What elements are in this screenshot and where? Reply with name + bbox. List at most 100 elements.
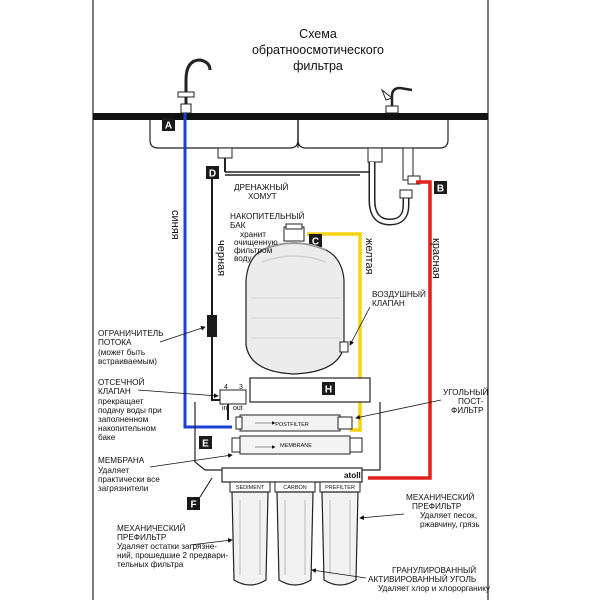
- svg-text:F: F: [190, 500, 196, 511]
- svg-text:ФИЛЬТР: ФИЛЬТР: [451, 406, 484, 415]
- svg-text:ВОЗДУШНЫЙ: ВОЗДУШНЫЙ: [372, 288, 426, 299]
- svg-text:БАК: БАК: [230, 221, 246, 230]
- svg-text:Удаляет песок,: Удаляет песок,: [420, 511, 477, 520]
- svg-text:ХОМУТ: ХОМУТ: [248, 192, 277, 201]
- svg-text:C: C: [312, 237, 319, 248]
- svg-text:МЕМБРАНА: МЕМБРАНА: [98, 456, 145, 465]
- svg-text:воду: воду: [234, 254, 252, 263]
- drain-clamp-label: ДРЕНАЖНЫЙ ХОМУТ: [234, 181, 289, 201]
- svg-text:хранит: хранит: [240, 230, 266, 239]
- shutoff-valve-label: ОТСЕЧНОЙ КЛАПАН прекращает подачу воды п…: [98, 376, 219, 442]
- tag-f: F: [187, 477, 213, 511]
- svg-text:A: A: [165, 121, 172, 132]
- tag-h: H: [322, 382, 335, 396]
- svg-text:ПОСТ-: ПОСТ-: [458, 397, 484, 406]
- svg-text:(может быть: (может быть: [98, 348, 145, 357]
- svg-text:накопительном: накопительном: [98, 424, 156, 433]
- svg-text:ДРЕНАЖНЫЙ: ДРЕНАЖНЫЙ: [234, 181, 289, 192]
- title-line-2: обратноосмотического: [252, 43, 384, 57]
- faucet-main-icon: [380, 86, 413, 114]
- svg-text:B: B: [437, 184, 444, 195]
- svg-text:Удаляет: Удаляет: [98, 466, 129, 475]
- flow-restrictor-label: ОГРАНИЧИТЕЛЬ ПОТОКА (может быть встраива…: [98, 325, 206, 366]
- tag-a: A: [162, 118, 175, 132]
- svg-text:встраиваемым): встраиваемым): [98, 357, 157, 366]
- svg-text:CARBON: CARBON: [283, 485, 307, 491]
- svg-text:ОТСЕЧНОЙ: ОТСЕЧНОЙ: [98, 376, 144, 387]
- svg-text:MEMBRANE: MEMBRANE: [280, 443, 312, 449]
- prefilter-sediment: SEDIMENT: [229, 481, 271, 586]
- svg-text:практически все: практически все: [98, 475, 160, 484]
- mech-prefilter-right-label: МЕХАНИЧЕСКИЙ ПРЕФИЛЬТР Удаляет песок, рж…: [359, 491, 480, 529]
- tag-d: D: [206, 166, 219, 180]
- blue-tube-label: синяя: [169, 210, 181, 240]
- svg-text:atoll: atoll: [344, 471, 361, 480]
- red-tube: [368, 180, 432, 480]
- svg-text:out: out: [233, 405, 243, 412]
- svg-text:3: 3: [239, 384, 243, 391]
- tag-e: E: [199, 436, 212, 450]
- svg-text:фильтром: фильтром: [234, 246, 273, 255]
- storage-tank: [245, 223, 349, 375]
- carbon-postfilter-label: УГОЛЬНЫЙ ПОСТ- ФИЛЬТР: [355, 386, 488, 420]
- prefilter-carbon: CARBON: [274, 481, 316, 586]
- svg-text:4: 4: [224, 384, 228, 391]
- blue-tube: [183, 113, 232, 429]
- svg-text:POSTFILTER: POSTFILTER: [275, 422, 309, 428]
- membrane-label: МЕМБРАНА Удаляет практически все загрязн…: [98, 453, 233, 493]
- drain-clamp: [217, 147, 370, 176]
- prefilter-manifold: atoll: [221, 467, 363, 483]
- air-valve-label: ВОЗДУШНЫЙ КЛАПАН: [349, 288, 426, 346]
- svg-text:НАКОПИТЕЛЬНЫЙ: НАКОПИТЕЛЬНЫЙ: [230, 210, 305, 221]
- svg-text:ПОТОКА: ПОТОКА: [98, 338, 132, 347]
- svg-text:прекращает: прекращает: [98, 397, 144, 406]
- page-frame: [92, 0, 489, 600]
- granular-carbon-label: ГРАНУЛИРОВАННЫЙ АКТИВИРОВАННЫЙ УГОЛЬ Уда…: [311, 564, 491, 593]
- red-tube-label: красная: [430, 238, 442, 279]
- svg-text:тельных фильтра: тельных фильтра: [117, 560, 184, 569]
- svg-text:баке: баке: [98, 433, 116, 442]
- svg-text:D: D: [209, 169, 216, 180]
- membrane-housing: MEMBRANE: [231, 435, 363, 455]
- shutoff-valve: 4 3 in out: [219, 384, 247, 412]
- svg-text:КЛАПАН: КЛАПАН: [372, 299, 405, 308]
- svg-text:H: H: [325, 385, 332, 396]
- title-line-3: фильтра: [293, 59, 343, 73]
- svg-text:SEDIMENT: SEDIMENT: [236, 485, 265, 491]
- svg-text:загрязнители: загрязнители: [98, 484, 148, 493]
- storage-tank-label: НАКОПИТЕЛЬНЫЙ БАК хранит очищенную фильт…: [230, 210, 305, 263]
- svg-text:КЛАПАН: КЛАПАН: [98, 387, 131, 396]
- svg-text:ржавчину, грязь: ржавчину, грязь: [420, 520, 480, 529]
- svg-text:ГРАНУЛИРОВАННЫЙ: ГРАНУЛИРОВАННЫЙ: [392, 564, 476, 575]
- svg-text:подачу воды при: подачу воды при: [98, 406, 162, 415]
- countertop: [93, 113, 488, 120]
- tag-b: B: [434, 181, 447, 195]
- filter-unit-bracket: [194, 377, 381, 471]
- svg-text:Удаляет остатки загрязне-: Удаляет остатки загрязне-: [117, 542, 217, 551]
- prefilter-sediment-2: PREFILTER: [319, 481, 361, 586]
- faucet-ro-icon: [177, 58, 212, 114]
- title-line-1: Схема: [299, 27, 337, 41]
- svg-text:очищенную: очищенную: [234, 238, 278, 247]
- svg-text:ОГРАНИЧИТЕЛЬ: ОГРАНИЧИТЕЛЬ: [98, 329, 164, 338]
- svg-text:ПРЕФИЛЬТР: ПРЕФИЛЬТР: [117, 533, 167, 542]
- tag-c: C: [309, 234, 322, 248]
- svg-text:МЕХАНИЧЕСКИЙ: МЕХАНИЧЕСКИЙ: [117, 522, 185, 533]
- svg-text:in: in: [222, 405, 228, 412]
- yellow-tube: [307, 232, 362, 432]
- black-tube-label: черная: [215, 240, 227, 276]
- svg-text:УГОЛЬНЫЙ: УГОЛЬНЫЙ: [443, 386, 488, 397]
- postfilter: POSTFILTER: [235, 414, 353, 432]
- svg-text:МЕХАНИЧЕСКИЙ: МЕХАНИЧЕСКИЙ: [406, 491, 474, 502]
- svg-text:PREFILTER: PREFILTER: [325, 485, 355, 491]
- svg-text:ПРЕФИЛЬТР: ПРЕФИЛЬТР: [412, 502, 462, 511]
- svg-text:Удаляет хлор и хлорорганику: Удаляет хлор и хлорорганику: [378, 584, 491, 593]
- mech-prefilter-left-label: МЕХАНИЧЕСКИЙ ПРЕФИЛЬТР Удаляет остатки з…: [117, 522, 233, 569]
- drain-pipe: [367, 147, 421, 226]
- svg-text:ний, прошедшие 2 предвари-: ний, прошедшие 2 предвари-: [117, 551, 228, 560]
- diagram-title: Схема обратноосмотического фильтра: [252, 27, 384, 73]
- yellow-tube-label: желтая: [363, 238, 375, 275]
- svg-text:заполненном: заполненном: [98, 415, 149, 424]
- svg-text:АКТИВИРОВАННЫЙ УГОЛЬ: АКТИВИРОВАННЫЙ УГОЛЬ: [368, 573, 476, 584]
